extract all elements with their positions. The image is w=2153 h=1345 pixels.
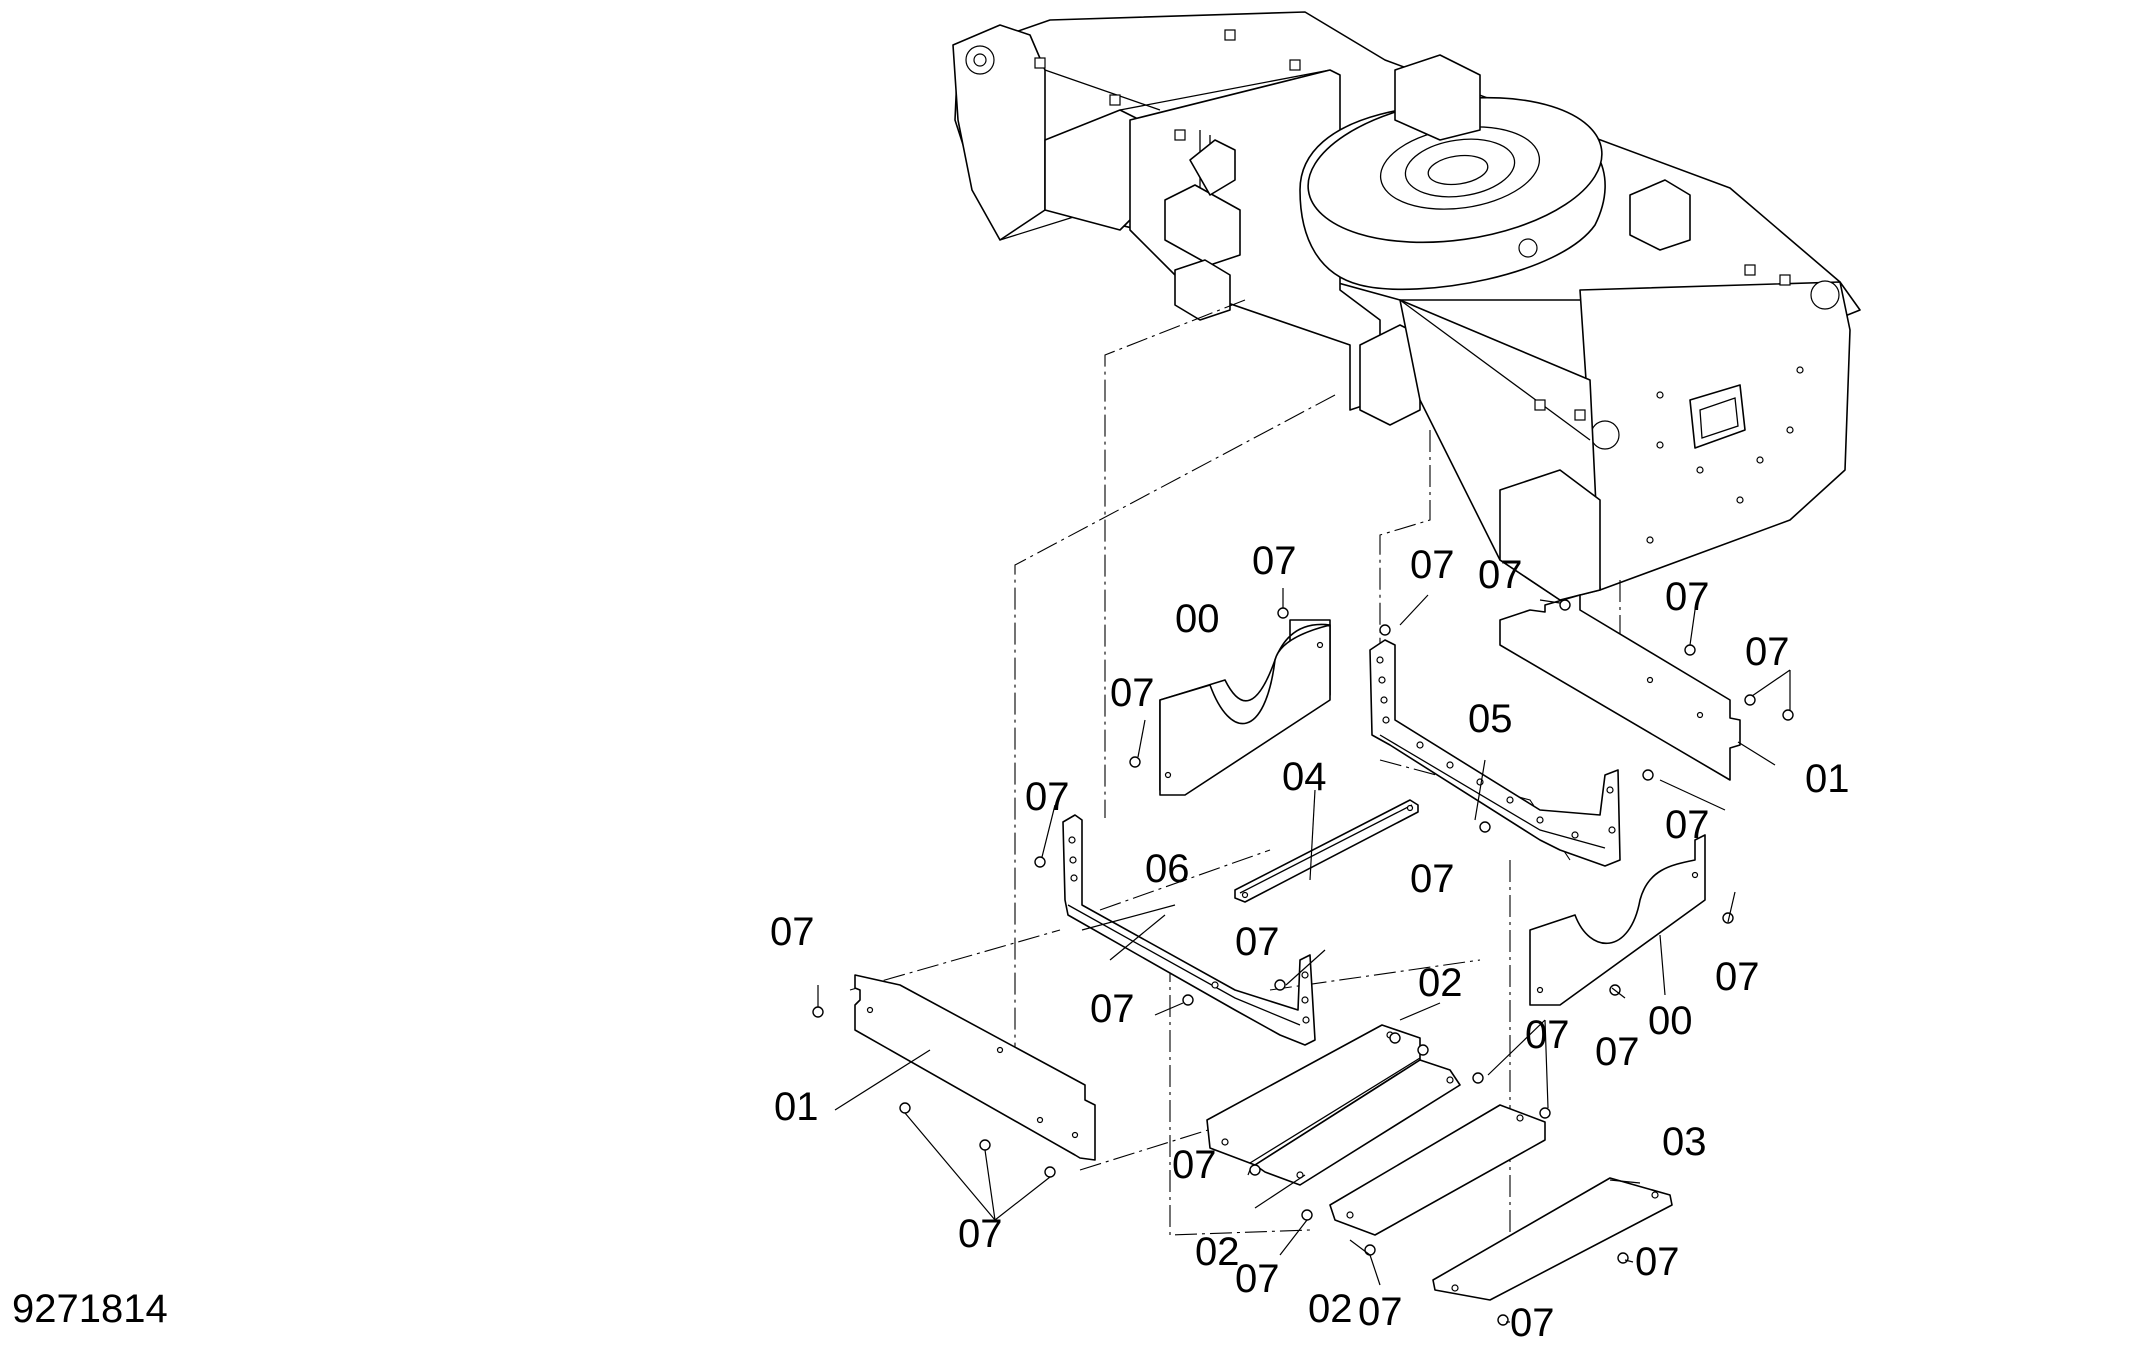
callout-07: 07 bbox=[1025, 775, 1070, 819]
callout-07: 07 bbox=[1595, 1030, 1640, 1074]
frame-slots bbox=[1034, 29, 1791, 421]
bolts bbox=[812, 599, 1794, 1326]
callout-07: 07 bbox=[1172, 1143, 1217, 1187]
part-03-plate bbox=[1432, 1177, 1673, 1301]
phantom-lines bbox=[849, 299, 1701, 1236]
leader-lines bbox=[817, 588, 1791, 1323]
callout-07: 07 bbox=[1358, 1290, 1403, 1334]
callout-02-upper: 02 bbox=[1418, 961, 1463, 1005]
part-00-cover-lower bbox=[1529, 834, 1706, 1006]
callout-02-lower-left: 02 bbox=[1195, 1230, 1240, 1274]
callout-00-lower: 00 bbox=[1648, 999, 1693, 1043]
callout-07: 07 bbox=[1510, 1301, 1555, 1345]
callout-01-left: 01 bbox=[774, 1085, 819, 1129]
part-00-cover-upper bbox=[1159, 619, 1331, 796]
callout-05: 05 bbox=[1468, 697, 1513, 741]
callout-07: 07 bbox=[1110, 671, 1155, 715]
callout-07: 07 bbox=[770, 910, 815, 954]
bracket-holes bbox=[1376, 656, 1616, 839]
callout-06: 06 bbox=[1145, 847, 1190, 891]
callout-07: 07 bbox=[1525, 1013, 1570, 1057]
callout-07: 07 bbox=[1478, 553, 1523, 597]
part-04-strip bbox=[1234, 799, 1419, 903]
callout-07: 07 bbox=[1715, 955, 1760, 999]
callout-07: 07 bbox=[1745, 630, 1790, 674]
callout-01-right: 01 bbox=[1805, 757, 1850, 801]
callout-02-lower-center: 02 bbox=[1308, 1287, 1353, 1331]
part-06-bracket-frame bbox=[1062, 814, 1316, 1046]
callout-04: 04 bbox=[1282, 755, 1327, 799]
callout-07: 07 bbox=[1235, 920, 1280, 964]
callout-03: 03 bbox=[1662, 1120, 1707, 1164]
callout-07: 07 bbox=[1665, 575, 1710, 619]
callout-00-upper: 00 bbox=[1175, 597, 1220, 641]
callout-07: 07 bbox=[1410, 543, 1455, 587]
part-01-panel-left bbox=[854, 974, 1096, 1161]
part-01-panel-right bbox=[1499, 594, 1741, 781]
callout-07: 07 bbox=[1410, 857, 1455, 901]
part-05-bracket-frame bbox=[1369, 639, 1621, 867]
callout-07: 07 bbox=[1235, 1257, 1280, 1301]
part-02-plate-3 bbox=[1329, 1104, 1546, 1236]
callout-07: 07 bbox=[1090, 987, 1135, 1031]
callout-07: 07 bbox=[1665, 803, 1710, 847]
main-frame-assembly bbox=[952, 11, 1861, 601]
frame-bolt-holes bbox=[1646, 366, 1804, 544]
part-02-plate-2 bbox=[1254, 1059, 1461, 1186]
callout-07: 07 bbox=[1252, 539, 1297, 583]
callout-labels: 00 00 01 01 02 02 02 03 04 05 06 07 07 0… bbox=[770, 539, 1850, 1345]
callout-07: 07 bbox=[958, 1212, 1003, 1256]
callout-07: 07 bbox=[1635, 1240, 1680, 1284]
bracket-holes bbox=[1068, 836, 1310, 1024]
drawing-number: 9271814 bbox=[12, 1287, 168, 1331]
